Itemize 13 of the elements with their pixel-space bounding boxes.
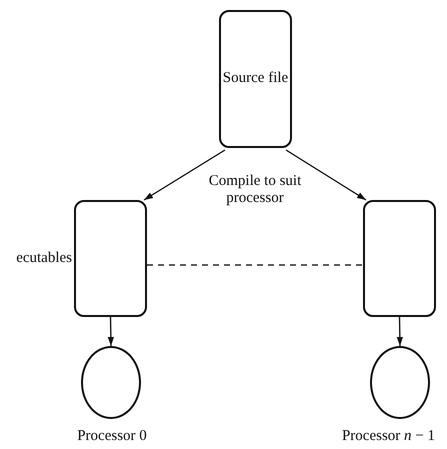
file-box: [363, 200, 436, 317]
file-box: [219, 10, 292, 148]
arrow: [396, 316, 403, 346]
arrow: [144, 149, 226, 201]
arrow: [286, 149, 366, 201]
edge-note: Compile to suit processor: [208, 173, 302, 208]
node-caption: Processor n − 1: [340, 428, 436, 446]
node-caption: Processor 0: [76, 428, 148, 446]
arrow: [108, 316, 114, 346]
node-caption: ecutables: [15, 250, 72, 268]
file-box: [74, 200, 147, 317]
dashed-line: [147, 264, 363, 266]
node-text: Source file: [222, 70, 288, 88]
